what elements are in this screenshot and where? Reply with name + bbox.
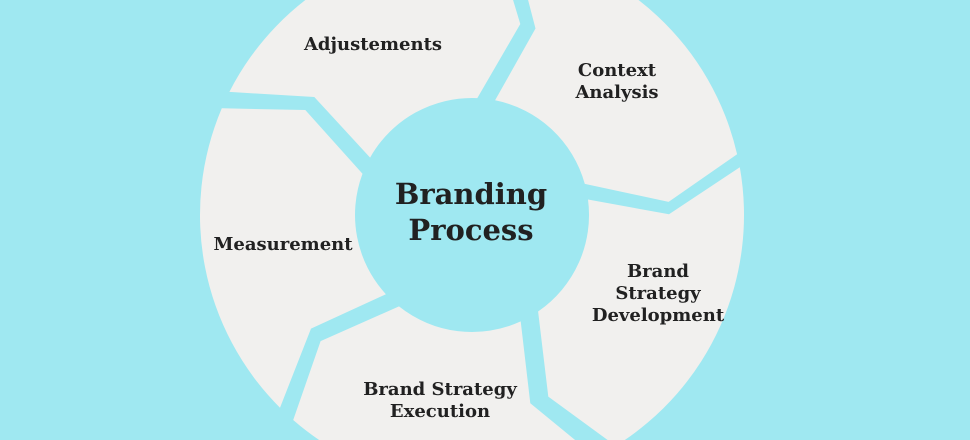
label-line: Execution: [389, 401, 491, 422]
segment-shape-adjustements: [229, 0, 521, 158]
segment-shape-brand-strategy-execution: [293, 306, 576, 440]
segment-shape-context-analysis: [495, 0, 738, 202]
segment-shape-measurement: [199, 108, 386, 408]
diagram-title: Branding Process: [395, 176, 547, 248]
segment-label-context-analysis: Context Analysis: [575, 60, 658, 104]
label-line: Measurement: [213, 234, 353, 255]
segment-label-brand-strategy-execution: Brand Strategy Execution: [363, 379, 517, 423]
label-line: Adjustements: [303, 34, 443, 55]
label-line: Development: [591, 305, 725, 326]
title-line: Branding: [394, 177, 548, 211]
segment-label-brand-strategy-development: Brand Strategy Development: [592, 261, 724, 327]
label-line: Brand Strategy: [363, 379, 517, 400]
segment-shape-brand-strategy-development: [538, 167, 744, 440]
label-line: Brand: [626, 261, 690, 282]
segment-label-adjustements: Adjustements: [304, 34, 442, 56]
label-line: Strategy: [615, 283, 701, 304]
segment-label-measurement: Measurement: [213, 234, 352, 256]
label-line: Analysis: [575, 82, 659, 103]
title-line: Process: [408, 213, 534, 247]
label-line: Context: [577, 60, 657, 81]
